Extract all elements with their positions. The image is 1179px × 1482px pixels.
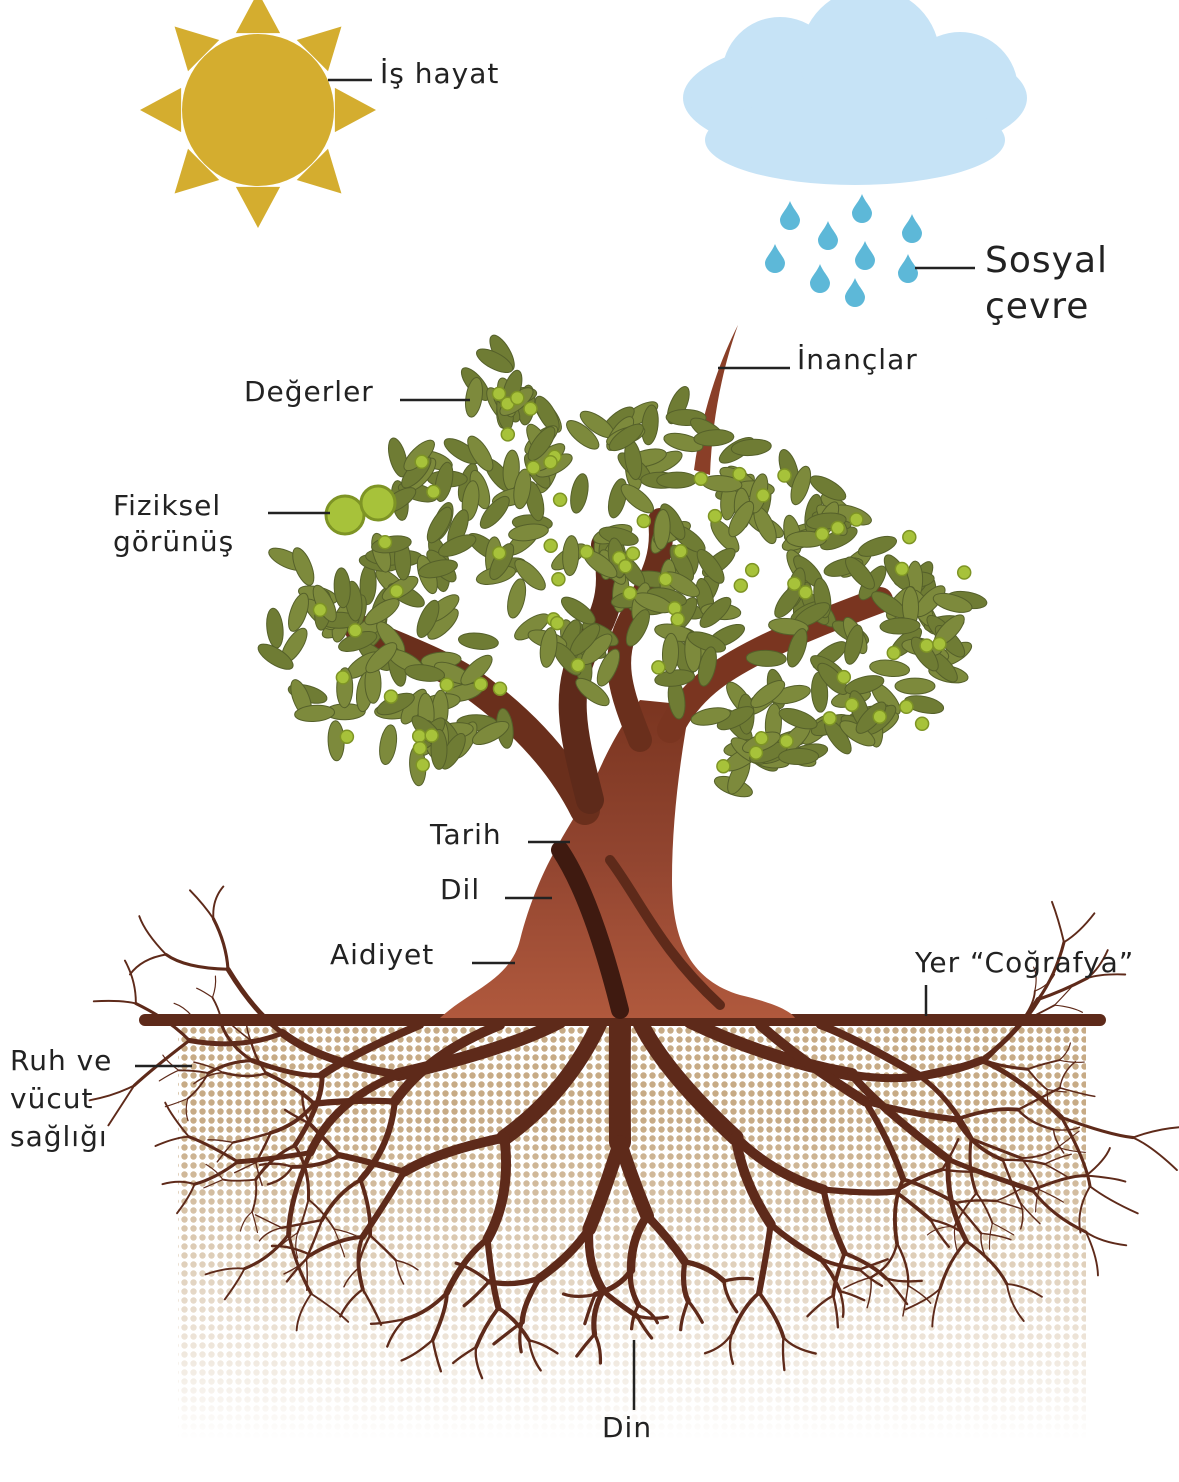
label-dil: Dil [440,872,480,908]
label-is-hayat: İş hayat [380,56,499,92]
label-din: Din [602,1410,652,1446]
label-ruh-line1: Ruh ve [10,1042,112,1080]
label-sosyal-cevre-line1: Sosyal [985,238,1108,284]
large-olives-icon [326,486,395,534]
label-inanclar: İnançlar [797,342,918,378]
label-fiziksel-gorunus: Fiziksel görünüş [113,488,234,560]
label-aidiyet: Aidiyet [330,937,434,973]
label-fiziksel-line2: görünüş [113,524,234,560]
cloud-icon [683,0,1027,185]
soil-area [178,1022,1086,1442]
label-sosyal-cevre-line2: çevre [985,284,1108,330]
sun-icon [140,0,376,228]
raindrops-icon [765,194,922,307]
label-degerler: Değerler [244,374,374,410]
label-yer-cografya: Yer “Coğrafya” [915,945,1134,981]
label-ruh-line2: vücut [10,1080,112,1118]
label-fiziksel-line1: Fiziksel [113,488,234,524]
label-tarih: Tarih [430,817,502,853]
label-sosyal-cevre: Sosyal çevre [985,238,1108,330]
label-ruh-line3: sağlığı [10,1118,112,1156]
label-ruh-vucut-sagligi: Ruh ve vücut sağlığı [10,1042,112,1156]
